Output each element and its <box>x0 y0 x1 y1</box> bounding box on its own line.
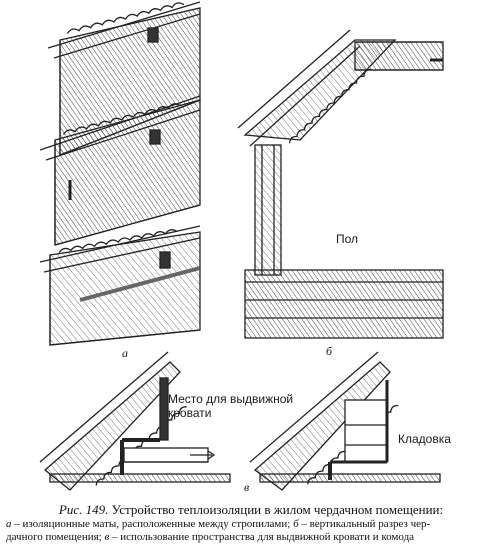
sublabel-a: а <box>122 346 128 360</box>
panel-a-drawing <box>39 1 201 346</box>
caption-title-line: Рис. 149. Устройство теплоизоляции в жил… <box>6 502 496 518</box>
sublabel-v: в <box>244 480 250 494</box>
panel-a-section-1 <box>47 1 201 156</box>
caption-line-2: а – изоляционные маты, расположенные меж… <box>6 518 496 531</box>
caption-text-a: – изоляционные маты, расположенные между… <box>11 518 294 530</box>
panel-b-drawing <box>237 29 444 339</box>
panel-storage-drawing <box>249 351 441 491</box>
label-bed-space-line2: кровати <box>168 406 212 420</box>
figure-caption: Рис. 149. Устройство теплоизоляции в жил… <box>6 502 496 544</box>
caption-title: Устройство теплоизоляции в жилом чердачн… <box>111 502 444 517</box>
caption-letter-v: в <box>104 531 110 543</box>
panel-v-drawing <box>39 351 231 491</box>
caption-figure-ref: Рис. 149. <box>58 502 109 517</box>
caption-letter-b: б <box>293 518 299 530</box>
sublabel-b: б <box>326 344 333 358</box>
caption-text-v: – использование пространства для выдвижн… <box>109 531 415 543</box>
panel-a-section-2 <box>39 95 201 246</box>
caption-letter-a: а <box>6 518 12 530</box>
label-floor: Пол <box>336 232 359 246</box>
label-storage: Кладовка <box>398 432 451 446</box>
panel-a-section-3 <box>39 225 201 346</box>
caption-text-line3: дачного помещения; <box>6 531 105 543</box>
caption-text-b: – вертикальный разрез чер- <box>298 518 431 530</box>
caption-line-3: дачного помещения; в – использование про… <box>6 531 496 544</box>
label-bed-space-line1: Место для выдвижной <box>168 392 294 406</box>
